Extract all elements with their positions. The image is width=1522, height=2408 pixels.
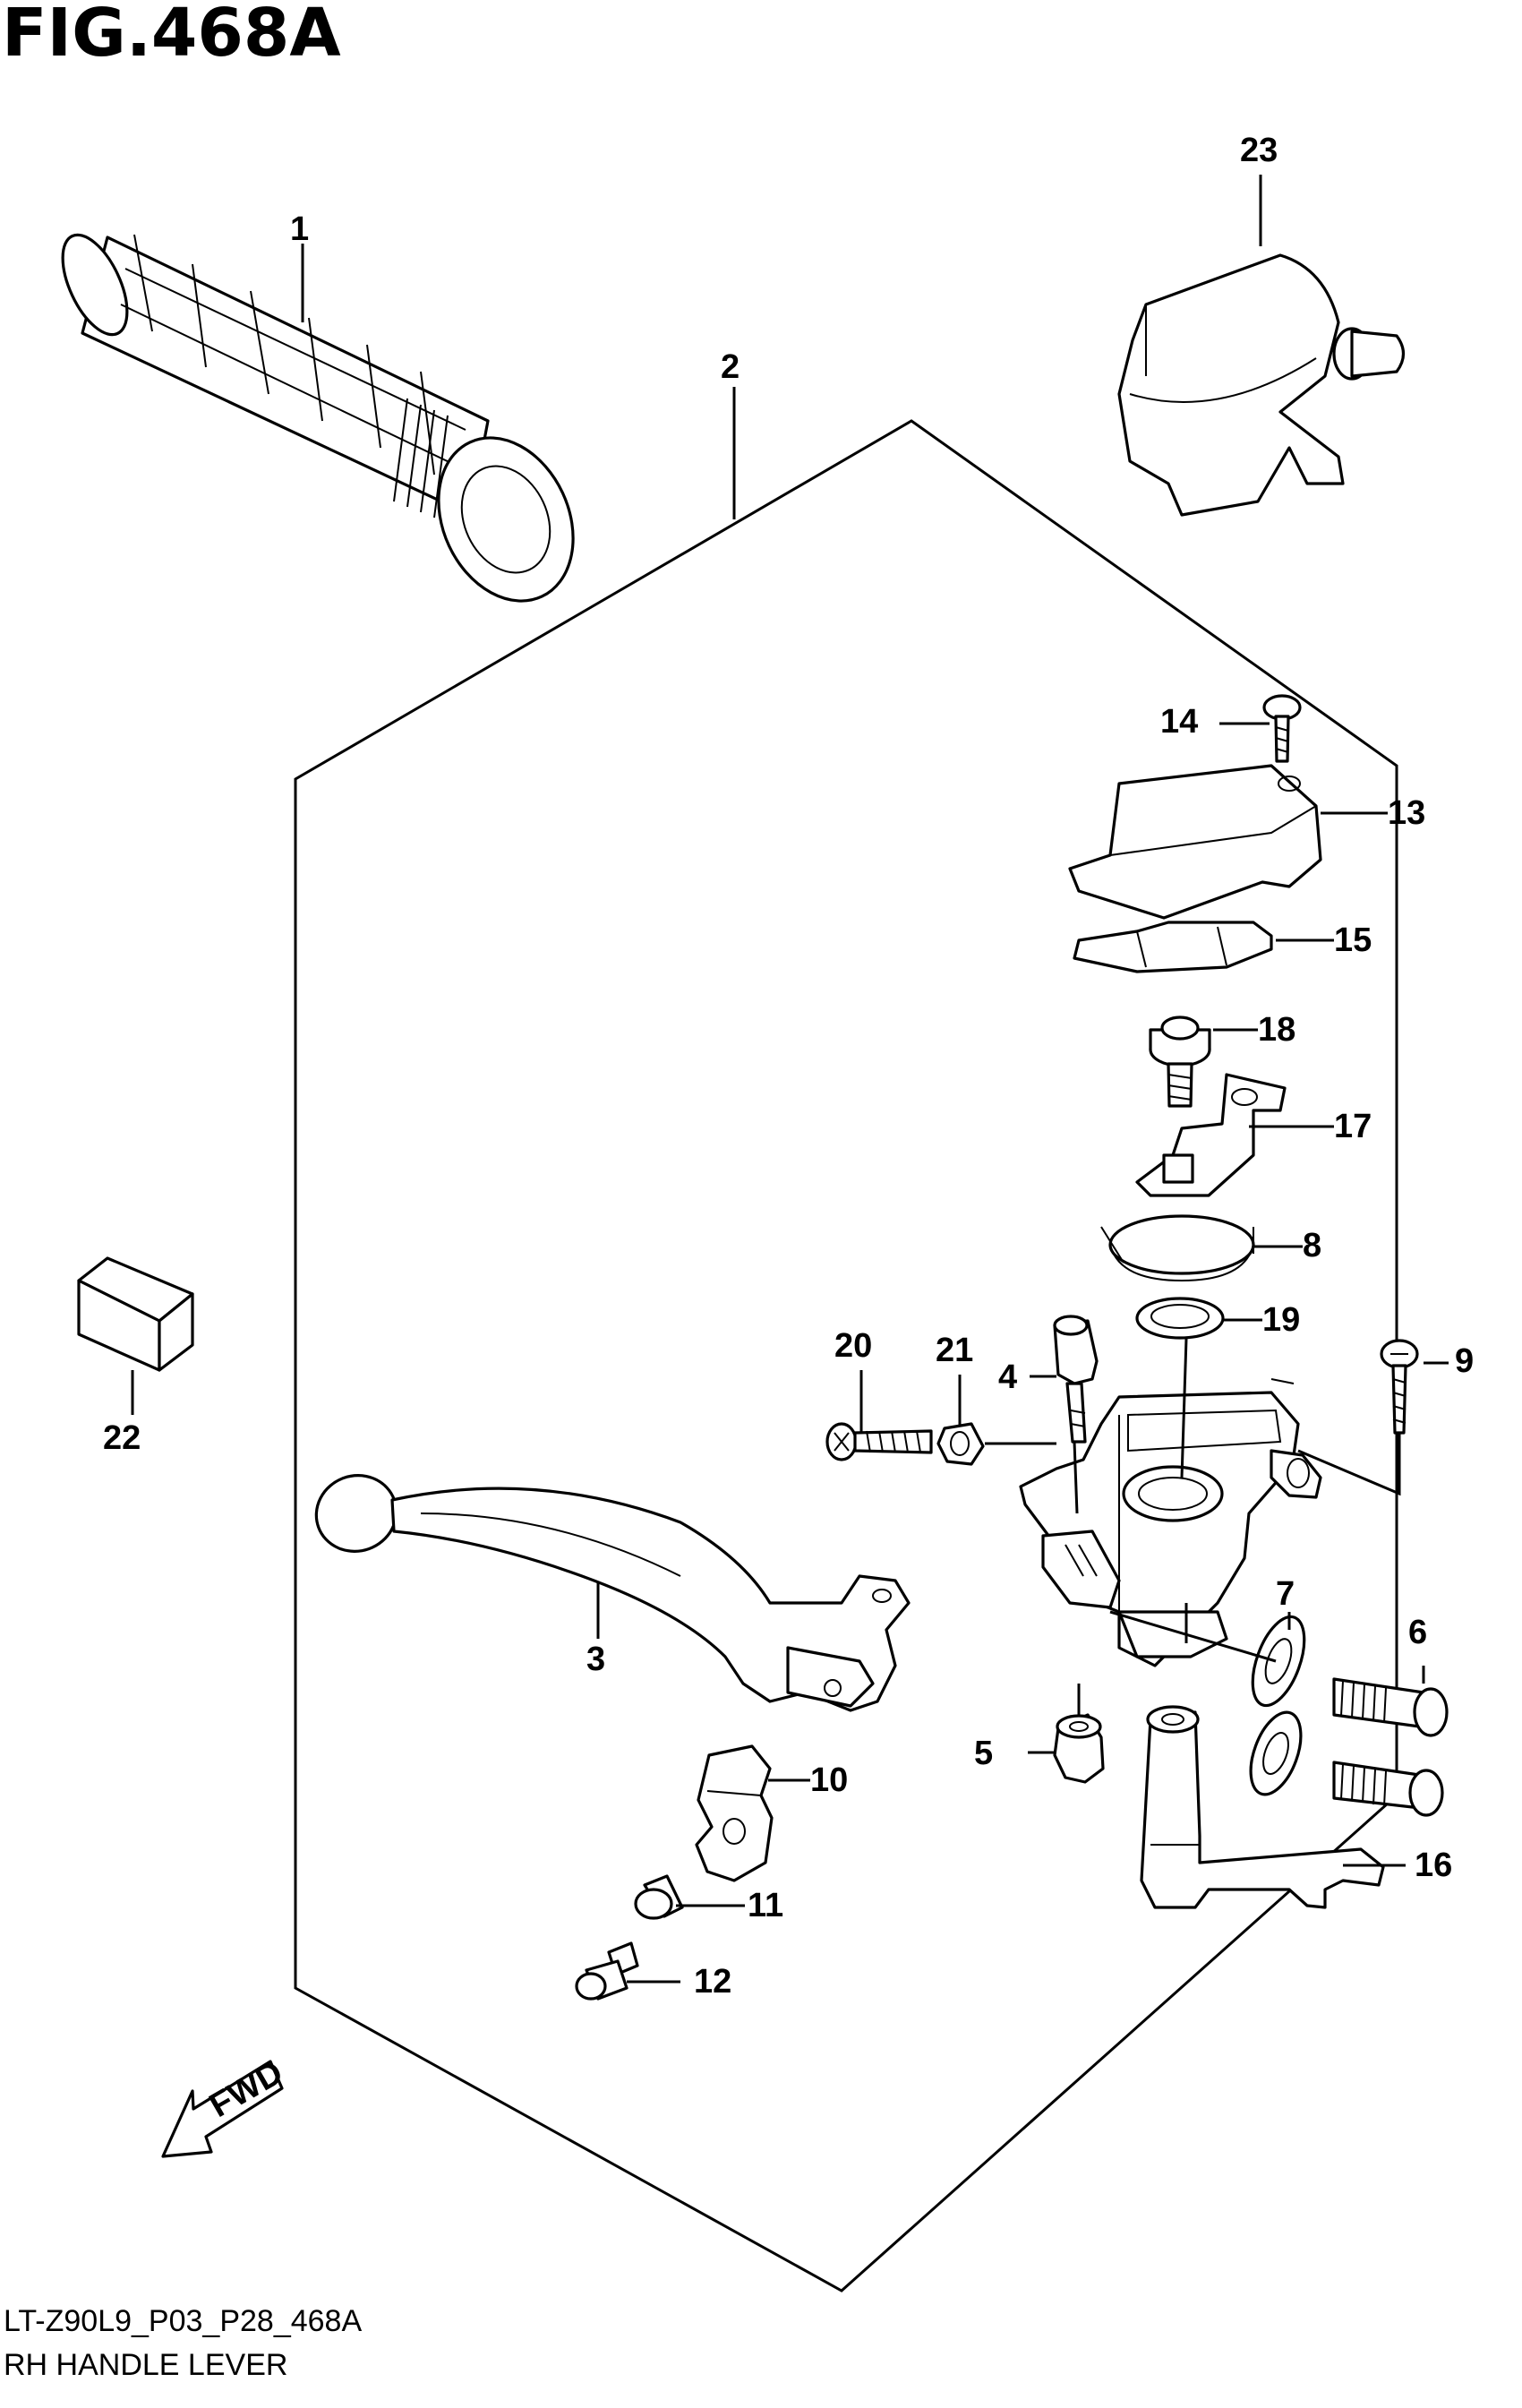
direction-label: FWD: [203, 2053, 289, 2125]
part-holder-10: [695, 1744, 774, 1882]
callout-4: 4: [998, 1358, 1017, 1396]
part-screw-20: [825, 1422, 933, 1461]
callout-14: 14: [1160, 703, 1198, 741]
part-boot: [1100, 1214, 1255, 1282]
callout-7: 7: [1276, 1575, 1295, 1613]
callout-18: 18: [1258, 1011, 1295, 1049]
drawing-code: LT-Z90L9_P03_P28_468A: [4, 2304, 363, 2338]
callout-2: 2: [721, 348, 740, 386]
part-block-22: [77, 1256, 194, 1372]
callout-1: 1: [290, 210, 309, 248]
callout-8: 8: [1303, 1227, 1321, 1264]
callout-22: 22: [103, 1419, 141, 1457]
part-nut-5: [1053, 1713, 1105, 1784]
part-master-cylinder-body: [1019, 1378, 1322, 1667]
part-washer-7: [1249, 1615, 1306, 1796]
callout-19: 19: [1262, 1301, 1300, 1339]
part-screw-9: [1380, 1339, 1419, 1435]
callout-16: 16: [1415, 1847, 1452, 1884]
callouts: 1 2 3 4 5 6 7 8 9 10 11 12 13 14 15 16 1…: [103, 132, 1474, 2001]
callout-6: 6: [1408, 1614, 1427, 1651]
callout-13: 13: [1388, 794, 1425, 832]
part-bolt-12: [575, 1941, 639, 2001]
part-bolt-18: [1149, 1015, 1211, 1108]
callout-21: 21: [936, 1332, 973, 1369]
callout-3: 3: [586, 1641, 605, 1678]
part-lever: [314, 1474, 911, 1712]
callout-20: 20: [834, 1327, 872, 1365]
figure-title: FIG.468A: [2, 0, 341, 72]
part-nut-21: [936, 1422, 985, 1466]
part-oring: [1135, 1297, 1225, 1340]
part-reservoir-cap: [1068, 764, 1322, 920]
callout-12: 12: [694, 1963, 731, 2001]
callout-10: 10: [810, 1761, 848, 1799]
callout-15: 15: [1334, 921, 1372, 959]
part-lever-cover: [1117, 253, 1406, 517]
part-brake-switch: [1140, 1705, 1385, 1909]
part-sleeve-11: [634, 1874, 684, 1920]
callout-17: 17: [1334, 1108, 1372, 1145]
callout-9: 9: [1455, 1342, 1474, 1380]
fwd-arrow-icon: FWD: [161, 2053, 289, 2158]
callout-23: 23: [1240, 132, 1278, 169]
part-bracket-17: [1135, 1073, 1287, 1197]
part-adjuster-bolts: [1332, 1677, 1449, 1817]
part-screw-14: [1262, 694, 1302, 763]
leader-lines: [131, 175, 1449, 1984]
part-diaphragm: [1073, 921, 1273, 973]
part-pivot-bolt: [1053, 1315, 1099, 1444]
callout-5: 5: [974, 1735, 993, 1772]
callout-11: 11: [748, 1887, 783, 1924]
assembly-boundary: [294, 419, 1398, 2292]
figure-caption: RH HANDLE LEVER: [4, 2348, 288, 2382]
part-grip: [61, 233, 575, 603]
